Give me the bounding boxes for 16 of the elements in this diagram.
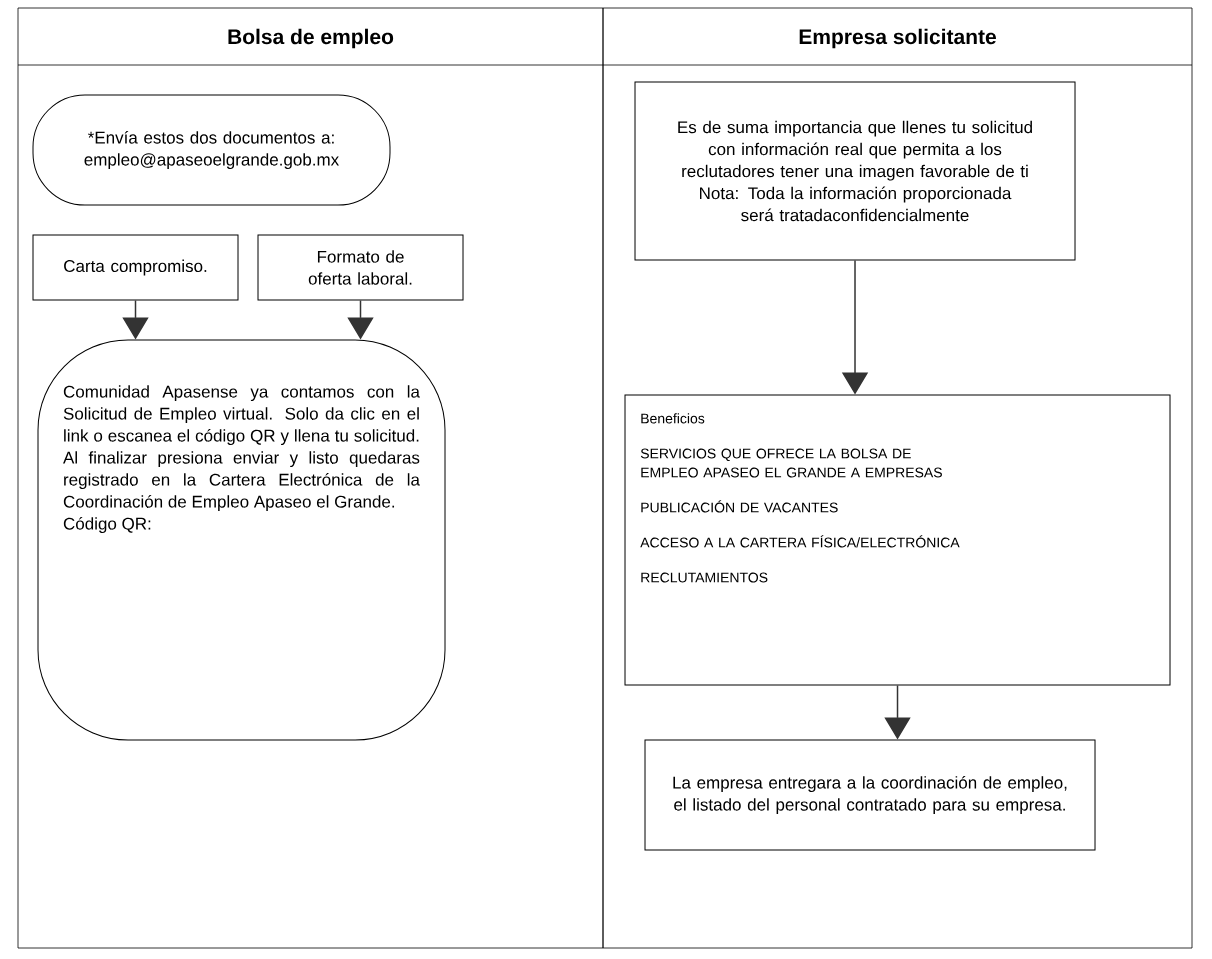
box-text: Código QR: [63,517,151,534]
box-text: SERVICIOS QUE OFRECE LA BOLSA DE EMPLEO APASEO EL GRANDE A EMPRESAS [640,448,942,478]
box-text: ACCESO A LA CARTERA FÍSICA/ELECTRÓNICA [640,535,960,548]
box-text: Nota: Toda la información proporcionada será tratadaconfidencialmente [700,186,1012,222]
box-text: Comunidad Apasense ya contamos con la Solicitud de Empleo virtual. Solo da clic en el link o escanea el código QR y llena tu solicitud. Al finalizar presiona enviar y listo quedaras registrado en la Cartera Electrónica de la Coordinación de Empleo Apaseo el Grande. [63,385,420,512]
box-text: PUBLICACIÓN DE VACANTES [641,500,838,513]
process-box [634,81,1076,261]
list-box [624,394,1171,686]
rounded-box: *Envía estos dos documentos a: empleo@apaseoelgrande.gob.mx [32,94,391,206]
box-text: Beneficios [641,413,705,424]
process-box: Formato de oferta laboral. [257,234,464,301]
process-box: La empresa entregara a la coordinación de empleo, el listado del personal contratado para su empresa. [644,739,1096,851]
box-text: RECLUTAMIENTOS [641,572,768,583]
box-text: Es de suma importancia que llenes tu solicitud con información real que permita a los reclutadores tener una imagen favorable de ti [678,120,1032,181]
rounded-box [37,339,446,741]
process-box: Carta compromiso. [32,234,239,301]
